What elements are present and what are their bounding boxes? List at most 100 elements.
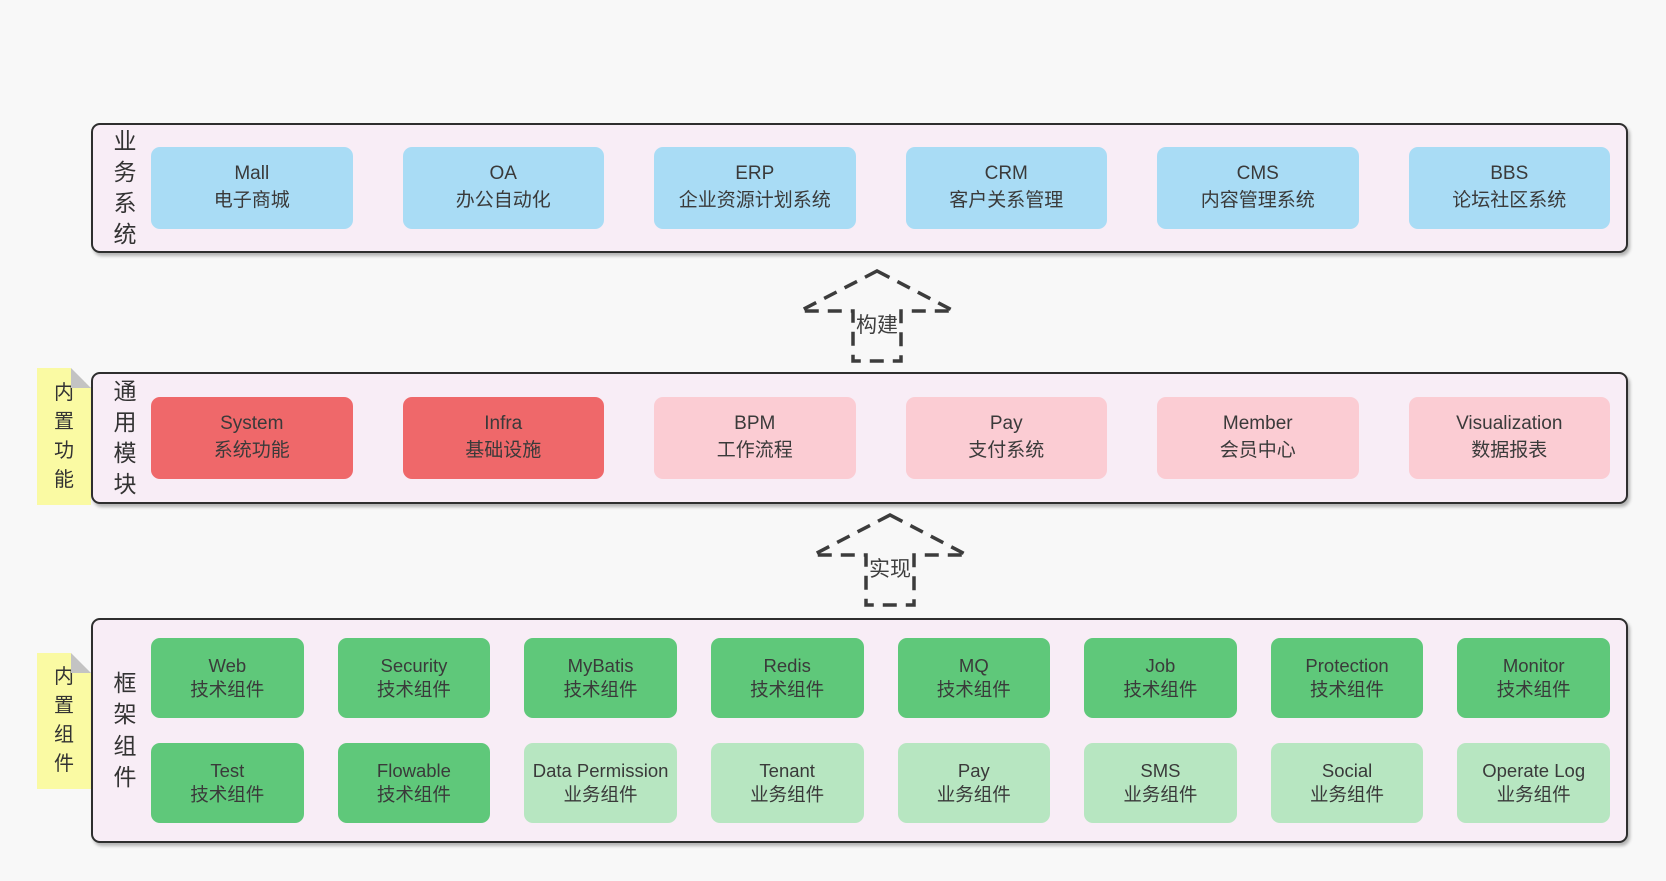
box-title: Social [1321, 759, 1373, 781]
box-subtitle: 电子商城 [213, 190, 290, 211]
box-title: Visualization [1456, 413, 1563, 435]
box-subtitle: 内容管理系统 [1200, 190, 1315, 211]
box-flowable: Flowable 技术组件 [337, 743, 491, 823]
box-pay-biz: Pay 业务组件 [897, 743, 1051, 823]
implement-arrow-icon: 实现 [812, 513, 968, 607]
implement-arrow-label: 实现 [869, 558, 911, 581]
box-subtitle: 业务组件 [750, 784, 825, 805]
box-social: Social 业务组件 [1270, 743, 1424, 823]
box-title: Monitor [1502, 654, 1565, 676]
framework-box-row-1: Web 技术组件 Security 技术组件 MyBatis 技术组件 Redi… [151, 638, 1610, 718]
box-infra: Infra 基础设施 [402, 397, 604, 479]
box-system: System 系统功能 [151, 397, 353, 479]
box-title: Data Permission [532, 759, 669, 781]
box-subtitle: 客户关系管理 [949, 190, 1064, 211]
box-bbs: BBS 论坛社区系统 [1408, 147, 1610, 229]
box-title: Pay [989, 413, 1023, 435]
box-subtitle: 数据报表 [1471, 440, 1548, 461]
box-title: Operate Log [1482, 759, 1586, 781]
box-title: Security [380, 654, 448, 676]
box-cms: CMS 内容管理系统 [1157, 147, 1359, 229]
box-title: Infra [484, 413, 523, 435]
folded-corner-icon [71, 653, 91, 673]
business-systems-band: 业务系统 Mall 电子商城 OA 办公自动化 ERP 企业资源计划系统 CRM… [91, 123, 1628, 253]
band-label-framework: 框架组件 [113, 670, 137, 790]
box-subtitle: 技术组件 [1310, 679, 1385, 700]
box-subtitle: 企业资源计划系统 [678, 190, 831, 211]
box-data-permission: Data Permission 业务组件 [524, 743, 677, 823]
box-title: Member [1222, 413, 1293, 435]
box-title: Test [210, 759, 245, 781]
folded-corner-icon [71, 368, 91, 388]
box-title: SMS [1140, 759, 1181, 781]
box-title: Redis [763, 654, 811, 676]
box-bpm: BPM 工作流程 [654, 397, 856, 479]
box-subtitle: 业务组件 [936, 784, 1011, 805]
box-tenant: Tenant 业务组件 [710, 743, 864, 823]
box-title: OA [489, 163, 517, 185]
box-pay: Pay 支付系统 [905, 397, 1107, 479]
box-subtitle: 技术组件 [1123, 679, 1198, 700]
box-subtitle: 会员中心 [1219, 440, 1296, 461]
sticky-note-label: 内置组件 [54, 666, 74, 775]
box-mall: Mall 电子商城 [151, 147, 353, 229]
box-subtitle: 业务组件 [1310, 784, 1385, 805]
band-label-business: 业务系统 [113, 127, 137, 248]
box-title: CMS [1236, 163, 1279, 185]
box-title: CRM [984, 163, 1028, 185]
box-title: ERP [735, 163, 775, 185]
box-oa: OA 办公自动化 [402, 147, 604, 229]
box-member: Member 会员中心 [1157, 397, 1359, 479]
box-job: Job 技术组件 [1084, 638, 1237, 718]
box-title: MQ [958, 654, 989, 676]
box-title: Flowable [376, 759, 451, 781]
box-subtitle: 技术组件 [936, 679, 1011, 700]
box-subtitle: 技术组件 [190, 679, 265, 700]
box-visualization: Visualization 数据报表 [1408, 397, 1610, 479]
box-subtitle: 技术组件 [376, 679, 451, 700]
box-test: Test 技术组件 [151, 743, 304, 823]
framework-box-row-2: Test 技术组件 Flowable 技术组件 Data Permission … [151, 743, 1610, 823]
box-subtitle: 支付系统 [968, 440, 1045, 461]
box-monitor: Monitor 技术组件 [1457, 638, 1610, 718]
box-redis: Redis 技术组件 [710, 638, 864, 718]
band-label-common-modules: 通用模块 [113, 377, 137, 498]
box-operate-log: Operate Log 业务组件 [1457, 743, 1610, 823]
box-subtitle: 系统功能 [213, 440, 290, 461]
box-crm: CRM 客户关系管理 [905, 147, 1107, 229]
box-title: Tenant [759, 759, 815, 781]
box-mybatis: MyBatis 技术组件 [524, 638, 677, 718]
box-title: MyBatis [567, 654, 634, 676]
box-subtitle: 技术组件 [190, 784, 265, 805]
box-title: BPM [734, 413, 776, 435]
box-title: Pay [957, 759, 990, 781]
box-subtitle: 工作流程 [716, 440, 793, 461]
box-title: Job [1145, 654, 1176, 676]
sticky-note-builtin-features: 内置功能 [37, 368, 91, 505]
box-subtitle: 业务组件 [1496, 784, 1571, 805]
box-web: Web 技术组件 [151, 638, 304, 718]
box-subtitle: 技术组件 [376, 784, 451, 805]
box-security: Security 技术组件 [337, 638, 491, 718]
box-sms: SMS 业务组件 [1084, 743, 1237, 823]
box-title: Web [208, 654, 247, 676]
box-title: Protection [1305, 654, 1389, 676]
sticky-note-label: 内置功能 [54, 381, 74, 491]
box-subtitle: 技术组件 [1496, 679, 1571, 700]
box-title: Mall [234, 163, 270, 185]
box-title: System [220, 413, 284, 435]
box-subtitle: 业务组件 [563, 784, 638, 805]
box-subtitle: 论坛社区系统 [1452, 190, 1567, 211]
box-subtitle: 技术组件 [750, 679, 825, 700]
framework-box-grid: Web 技术组件 Security 技术组件 MyBatis 技术组件 Redi… [151, 638, 1610, 823]
box-subtitle: 办公自动化 [455, 190, 551, 211]
business-box-row: Mall 电子商城 OA 办公自动化 ERP 企业资源计划系统 CRM 客户关系… [151, 147, 1610, 229]
box-subtitle: 基础设施 [465, 440, 542, 461]
box-mq: MQ 技术组件 [897, 638, 1051, 718]
box-subtitle: 技术组件 [563, 679, 638, 700]
framework-components-band: 框架组件 Web 技术组件 Security 技术组件 MyBatis 技术组件… [91, 618, 1628, 843]
common-modules-band: 通用模块 System 系统功能 Infra 基础设施 BPM 工作流程 Pay… [91, 372, 1628, 504]
box-erp: ERP 企业资源计划系统 [654, 147, 856, 229]
box-protection: Protection 技术组件 [1270, 638, 1424, 718]
common-modules-box-row: System 系统功能 Infra 基础设施 BPM 工作流程 Pay 支付系统… [151, 397, 1610, 479]
